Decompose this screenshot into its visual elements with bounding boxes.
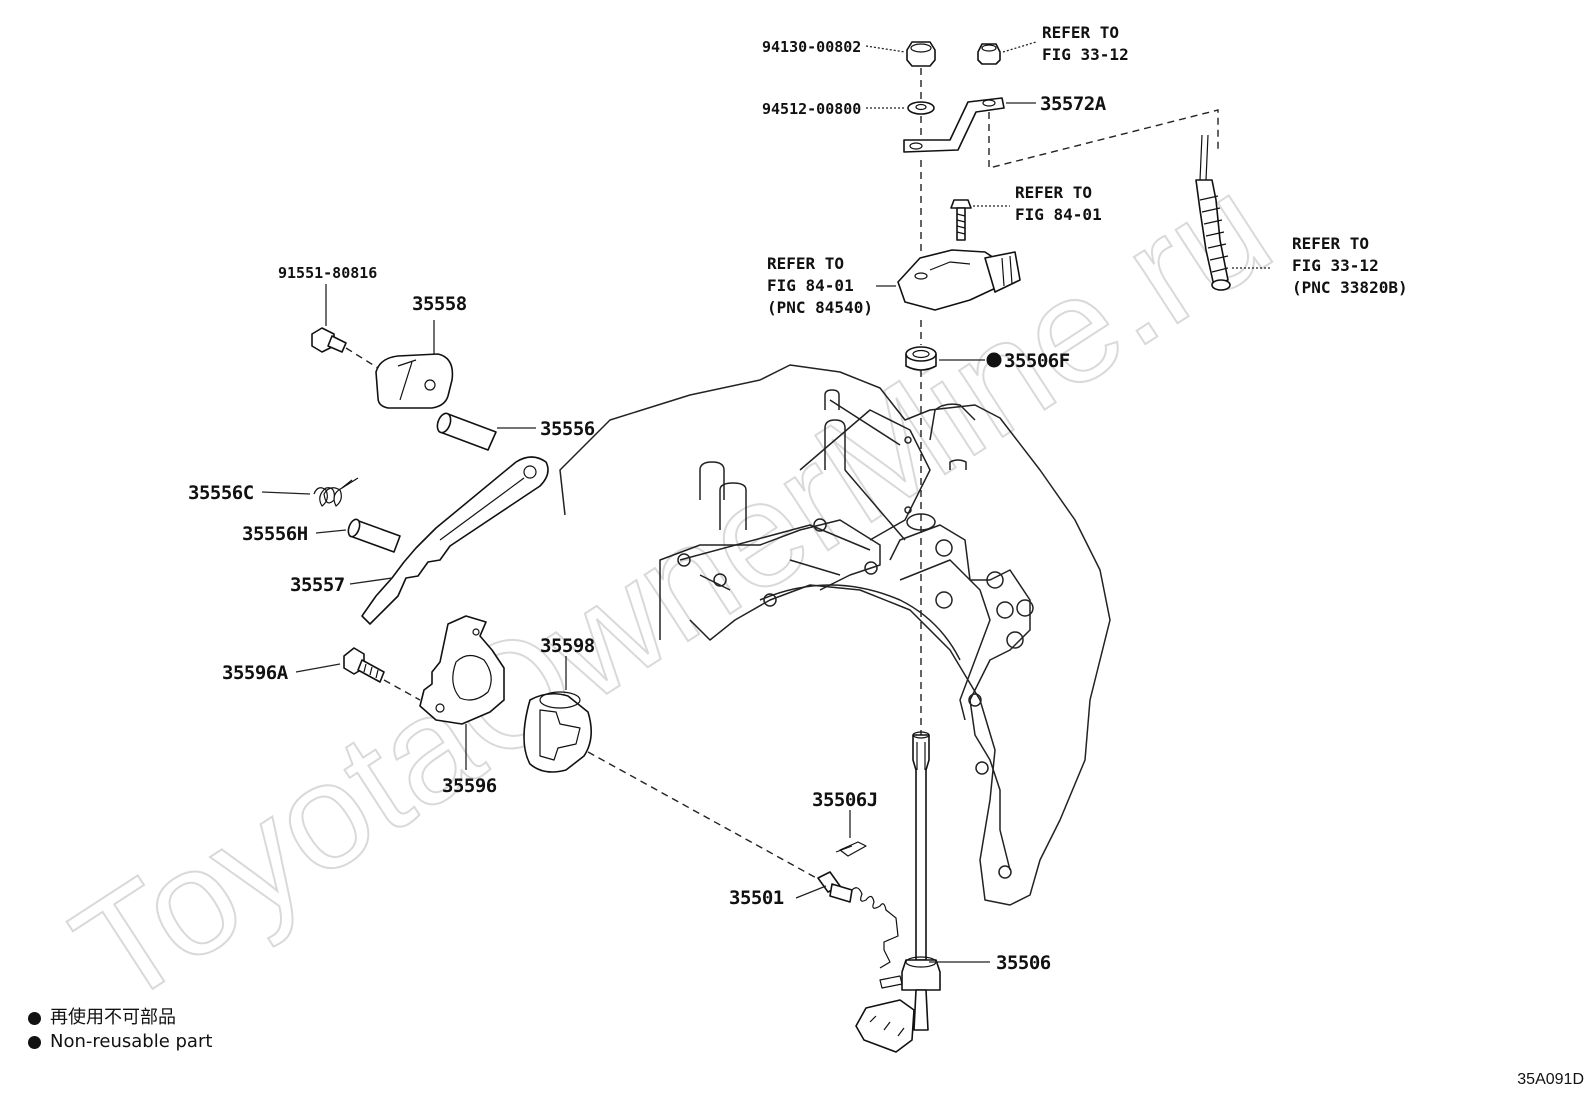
label-35558: 35558 (412, 293, 467, 315)
pin-35556 (436, 412, 497, 451)
ref-switch-line2: FIG 84-01 (767, 276, 854, 295)
bullet-icon (28, 1011, 41, 1025)
label-35501: 35501 (729, 887, 784, 909)
label-91551-80816: 91551-80816 (278, 264, 377, 282)
lever-35557 (361, 456, 549, 625)
nut-refer-fig-33-12 (977, 43, 1001, 65)
manual-shaft-35506 (855, 731, 941, 1053)
label-94512-00800: 94512-00800 (762, 100, 861, 118)
clip-35506J (835, 841, 867, 857)
label-35506F: 35506F (1004, 350, 1070, 372)
nut-94130-00802 (906, 41, 936, 67)
ref-cable-line2: FIG 33-12 (1292, 256, 1379, 275)
label-35596A: 35596A (222, 662, 289, 684)
ref-bolt-line1: REFER TO (1015, 183, 1092, 202)
ref-switch-line1: REFER TO (767, 254, 844, 273)
bolt-refer-fig-84-01 (950, 199, 972, 241)
label-35556: 35556 (540, 418, 595, 440)
label-35598: 35598 (540, 635, 595, 657)
ref-switch-line3: (PNC 84540) (767, 298, 873, 317)
label-94130-00802: 94130-00802 (762, 38, 861, 56)
ref-cable-line3: (PNC 33820B) (1292, 278, 1408, 297)
detent-spring-35501 (817, 871, 899, 969)
lever-35572A (903, 97, 1005, 153)
bullet-icon (28, 1035, 41, 1049)
neutral-switch (897, 249, 1021, 311)
legend: 再使用不可部品 Non-reusable part (28, 1006, 212, 1054)
label-35556H: 35556H (242, 523, 308, 545)
label-35556C: 35556C (188, 482, 254, 504)
figure-code: 35A091D (1517, 1071, 1584, 1088)
shift-cable-end (1195, 134, 1231, 291)
label-35596: 35596 (442, 775, 497, 797)
legend-row-en: Non-reusable part (28, 1030, 212, 1054)
label-35572A: 35572A (1040, 93, 1107, 115)
ref-top-line1: REFER TO (1042, 23, 1119, 42)
spring-35556C (313, 477, 359, 507)
legend-row-jp: 再使用不可部品 (28, 1006, 212, 1030)
washer-94512-00800 (907, 101, 935, 115)
bolt-35596A (343, 647, 385, 683)
ref-top-line2: FIG 33-12 (1042, 45, 1129, 64)
label-35506: 35506 (996, 952, 1051, 974)
detent-plate-35598 (523, 691, 592, 773)
pin-35556H (347, 518, 401, 553)
axis-line-cable (988, 109, 1219, 169)
non-reusable-mark-35506F (986, 352, 1002, 368)
label-35506J: 35506J (812, 789, 878, 811)
transmission-housing (559, 364, 1111, 906)
ref-bolt-line2: FIG 84-01 (1015, 205, 1102, 224)
plate-35558 (375, 353, 454, 409)
legend-text-en: Non-reusable part (50, 1031, 213, 1052)
label-35557: 35557 (290, 574, 345, 596)
ref-cable-line1: REFER TO (1292, 234, 1369, 253)
bracket-plate-35596 (419, 615, 505, 725)
oil-seal-35506F (905, 346, 937, 371)
legend-text-jp: 再使用不可部品 (50, 1007, 176, 1028)
bolt-91551-80816 (311, 327, 347, 353)
